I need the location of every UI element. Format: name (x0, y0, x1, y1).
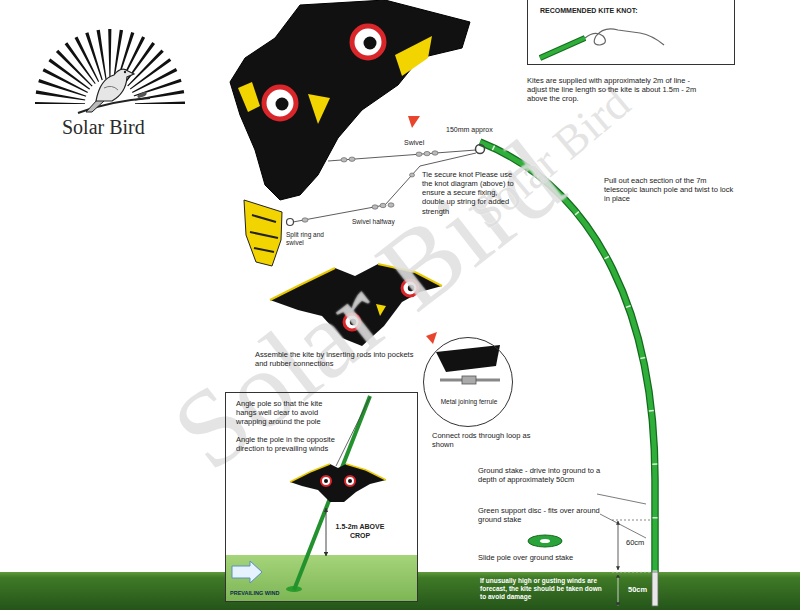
ground-band: If unusually high or gusting winds are f… (0, 572, 800, 610)
kite-line-part (432, 151, 438, 155)
knot-drawing-part (540, 38, 585, 58)
callout-text: Metal joining ferrule (436, 398, 502, 406)
logo-sunburst-part (104, 86, 118, 90)
ferrule-detail-part (436, 345, 500, 372)
knot-drawing-part (540, 38, 585, 58)
ground-stake-details-part (612, 572, 650, 573)
logo-sunburst-part (96, 69, 134, 101)
kite-line-part (388, 203, 394, 207)
kite-upper-part (364, 37, 377, 50)
dimension-label: 60cm (626, 538, 644, 547)
ferrule-detail (424, 338, 512, 426)
ground-stake-details-part (540, 539, 550, 543)
kite-upper-part (238, 82, 260, 112)
note-text: Ground stake - drive into ground to a de… (478, 466, 613, 484)
ground-stake-details-part (612, 520, 650, 521)
dimension-label: 1.5-2m ABOVE CROP (333, 523, 387, 540)
note-text: Green support disc - fits over around gr… (478, 506, 600, 524)
inset-illustration-part (336, 397, 370, 466)
warning-text: If unusually high or gusting winds are f… (480, 577, 605, 601)
kite-line-part (328, 150, 476, 161)
inset-illustration-part (345, 476, 355, 486)
knot-drawing (540, 29, 664, 58)
kite-line-part (287, 219, 294, 226)
ground-stake-details-part (528, 535, 562, 547)
note-text: Slide pole over ground stake (478, 553, 618, 562)
kite-upper-part (244, 200, 282, 266)
knot-drawing-part (585, 29, 664, 45)
kite-line-part (372, 205, 378, 209)
note-text: Assemble the kite by inserting rods into… (255, 350, 415, 368)
logo-sunburst-part (137, 91, 148, 99)
ground-stake-details-part (618, 521, 619, 570)
instruction-text: Angle pole so that the kite hangs well c… (236, 399, 341, 426)
note-text: Kites are supplied with approximately 2m… (527, 76, 712, 103)
kite-line-part (424, 151, 430, 155)
kite-line-part (302, 218, 308, 222)
kite-lower-part (426, 332, 437, 344)
inset-illustration-part (226, 555, 417, 601)
kite-line-part (410, 173, 415, 177)
kite-upper-part (395, 36, 432, 76)
logo-sunburst-part (124, 71, 126, 73)
ferrule-detail-part (462, 376, 476, 384)
ground-stake-details-part (600, 514, 646, 538)
launch-pole-part (652, 572, 658, 606)
wind-label: PREVAILING WIND (230, 590, 279, 597)
inset-illustration-part (326, 508, 327, 556)
inset-illustration (225, 392, 418, 602)
kite-upper-part (308, 94, 330, 124)
part-label: Split ring and swivel (286, 231, 328, 247)
part-label: Swivel halfway (352, 218, 395, 226)
logo-sunburst-part (60, 54, 160, 104)
kite-upper-part (264, 87, 296, 119)
inset-illustration-part (232, 561, 262, 583)
kite-line-part (349, 157, 355, 161)
instruction-text: Angle the pole in the opposite direction… (236, 435, 341, 453)
inset-illustration-part (324, 479, 328, 483)
note-text: Pull out each section of the 7m telescop… (604, 176, 736, 203)
inset-panel: Angle pole so that the kite hangs well c… (225, 392, 418, 602)
kite-upper-part (408, 116, 420, 128)
inset-illustration-part (290, 464, 386, 502)
kite-line-part (341, 158, 347, 162)
ground-stake-details-part (618, 574, 619, 606)
inset-illustration-part (348, 479, 352, 483)
dimension-label: 50cm (628, 585, 647, 594)
kite-line-part (380, 203, 386, 207)
box-title: RECOMMENDED KITE KNOT: (540, 7, 730, 16)
inset-illustration-part (321, 476, 331, 486)
part-label: Swivel (404, 139, 424, 148)
logo-text: Solar Bird (62, 115, 145, 139)
kite-line-part (416, 152, 422, 156)
note-text: Connect rods through loop as shown (432, 431, 532, 449)
ferrule-detail-part (424, 338, 512, 426)
note-text: Tie secure knot Please use the knot diag… (422, 170, 522, 216)
dimension-label: 150mm approx (446, 126, 493, 135)
logo-sunburst (60, 54, 160, 154)
inset-illustration-part (225, 392, 418, 602)
kite-upper-part (276, 98, 289, 111)
detail-circle: Metal joining ferrule (423, 337, 513, 427)
ground-stake-details-part (597, 494, 646, 504)
kite-upper-part (250, 215, 278, 252)
kite-upper-part (352, 26, 384, 58)
knot-box: RECOMMENDED KITE KNOT: (527, 0, 735, 65)
